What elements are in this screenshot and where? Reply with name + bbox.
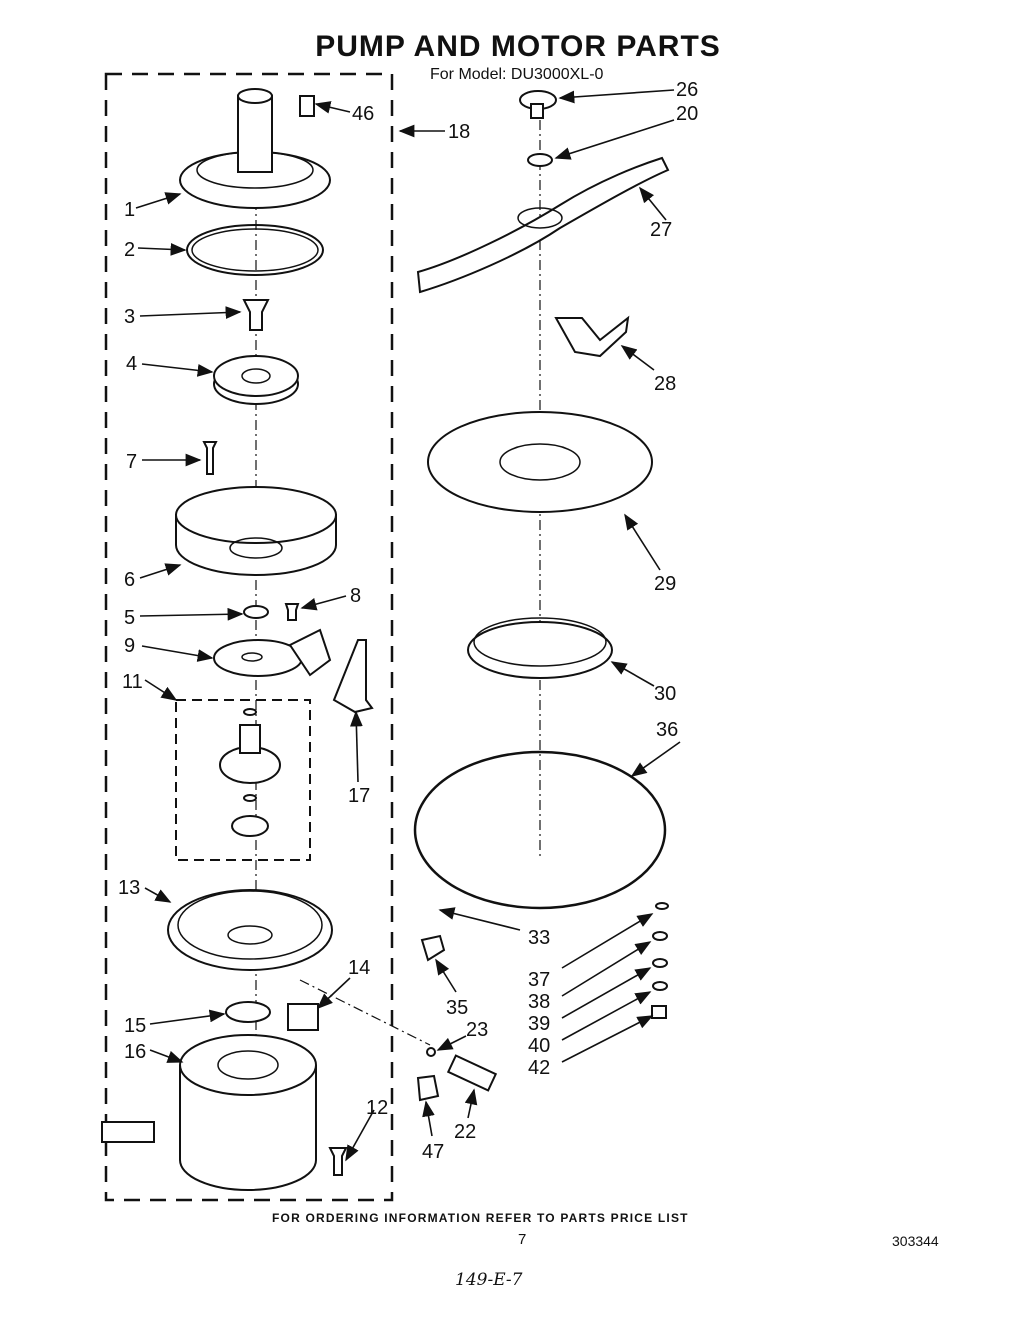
pump-assembly-boundary [104, 72, 394, 1202]
seal-ring-inner [473, 617, 607, 667]
label-29: 29 [654, 573, 676, 595]
motor-mount-part [167, 889, 333, 971]
label-17: 17 [348, 785, 370, 807]
impeller-nut-part [242, 299, 270, 331]
chopper-part [219, 708, 281, 837]
o-ring-23-part [426, 1047, 436, 1057]
label-33: 33 [528, 927, 550, 949]
label-36: 36 [656, 719, 678, 741]
label-23: 23 [466, 1019, 488, 1041]
page-number: 7 [518, 1231, 527, 1248]
seal-ring-part [467, 621, 613, 679]
ordering-footer: FOR ORDERING INFORMATION REFER TO PARTS … [272, 1211, 689, 1225]
handwritten-note: 149-E-7 [455, 1270, 523, 1290]
label-40: 40 [528, 1035, 550, 1057]
label-4: 4 [126, 353, 137, 375]
label-2: 2 [124, 239, 135, 261]
label-47: 47 [422, 1141, 444, 1163]
motor-part [101, 1034, 317, 1191]
label-1: 1 [124, 199, 135, 221]
thermostat-part [446, 1054, 498, 1092]
pump-housing-part [175, 486, 337, 576]
label-18: 18 [448, 121, 470, 143]
impeller-part [213, 355, 299, 405]
label-5: 5 [124, 607, 135, 629]
clip-part [554, 315, 630, 358]
label-30: 30 [654, 683, 676, 705]
slinger-part [225, 1001, 271, 1023]
label-3: 3 [124, 306, 135, 328]
label-22: 22 [454, 1121, 476, 1143]
filter-disc-part [427, 411, 653, 513]
washer-20-part [527, 153, 553, 167]
o-ring-part [186, 224, 324, 276]
heater-element-part [413, 750, 667, 910]
pump-cover-part [179, 88, 331, 209]
cap-stem [530, 103, 544, 119]
label-6: 6 [124, 569, 135, 591]
pin-part [332, 639, 374, 714]
label-11: 11 [122, 671, 143, 693]
label-14: 14 [348, 957, 370, 979]
filter-disc-hole [499, 443, 581, 481]
label-39: 39 [528, 1013, 550, 1035]
label-35: 35 [446, 997, 468, 1019]
label-42: 42 [528, 1057, 550, 1079]
label-27: 27 [650, 219, 672, 241]
spray-arm-part [416, 156, 670, 294]
o-ring-inner [191, 228, 319, 272]
label-7: 7 [126, 451, 137, 473]
motor-screw-part [328, 1147, 348, 1176]
page-title: PUMP AND MOTOR PARTS [315, 30, 721, 63]
label-16: 16 [124, 1041, 146, 1063]
washer-part [243, 605, 269, 619]
label-37: 37 [528, 969, 550, 991]
model-subtitle: For Model: DU3000XL-0 [430, 66, 604, 83]
screw-8-part [284, 603, 300, 621]
label-20: 20 [676, 103, 698, 125]
label-26: 26 [676, 79, 698, 101]
impeller-assembly-boundary [175, 699, 311, 861]
heater-axis-line [299, 979, 431, 1046]
leader-lines [135, 89, 681, 1162]
bracket-35-part [420, 934, 446, 962]
document-number: 303344 [892, 1233, 939, 1249]
label-12: 12 [366, 1097, 388, 1119]
label-15: 15 [124, 1015, 146, 1037]
label-38: 38 [528, 991, 550, 1013]
screw-part [202, 441, 218, 475]
label-9: 9 [124, 635, 135, 657]
spray-arm-hub [517, 207, 563, 229]
label-46: 46 [352, 103, 374, 125]
mounting-plate-part [213, 628, 332, 677]
label-13: 13 [118, 877, 140, 899]
bracket-14-part [287, 1003, 319, 1031]
fastener-stack [651, 902, 669, 1019]
label-28: 28 [654, 373, 676, 395]
bracket-47-part [416, 1074, 440, 1102]
label-8: 8 [350, 585, 361, 607]
